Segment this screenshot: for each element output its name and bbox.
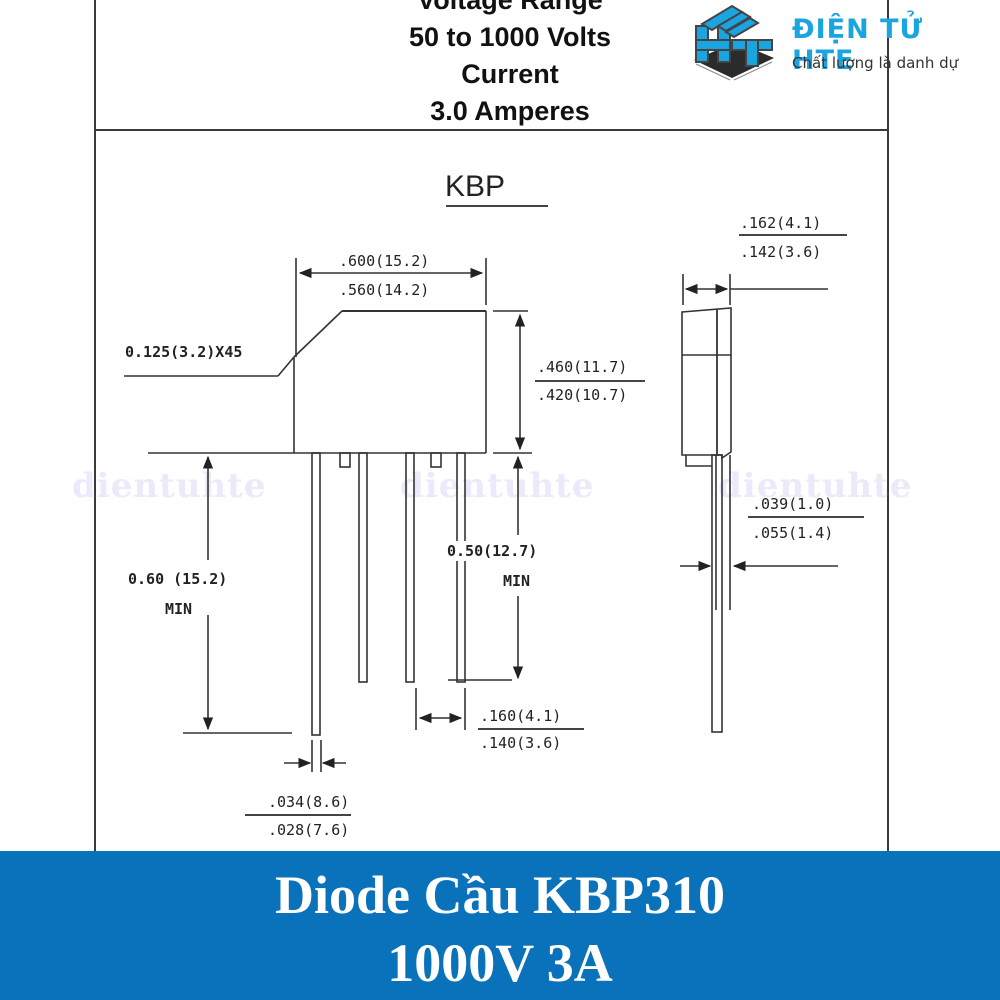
frame-divider (94, 129, 889, 131)
package-name-underline (446, 205, 548, 207)
spec-current-value: 3.0 Amperes (430, 96, 590, 126)
dim-lead-pitch-max: .160(4.1) (480, 707, 562, 725)
logo-title: ĐIỆN TỬ HTE (792, 14, 924, 76)
brand-logo: ĐIỆN TỬ HTE Chất lượng là danh dự (682, 4, 992, 82)
package-name: KBP (445, 170, 506, 203)
dim-short-lead-length: 0.50(12.7) (447, 541, 538, 561)
dim-body-height-fraction-line (535, 380, 645, 382)
product-title-banner: Diode Cầu KBP310 1000V 3A (0, 851, 1000, 1000)
dim-chamfer: 0.125(3.2)X45 (125, 343, 243, 361)
dim-lead-thickness-fraction-line (748, 516, 864, 518)
dim-short-lead-note: MIN (503, 571, 531, 591)
technical-drawing (124, 258, 838, 772)
dim-lead-width-min: .028(7.6) (268, 821, 350, 839)
dim-lead-width-max: .034(8.6) (268, 793, 350, 811)
watermark-left: dientuhte (72, 466, 267, 506)
dim-body-height-min: .420(10.7) (537, 386, 628, 404)
spec-voltage-value: 50 to 1000 Volts (408, 22, 612, 52)
dim-body-thickness-min: .142(3.6) (740, 243, 822, 261)
logo-tagline: Chất lượng là danh dự (792, 54, 959, 72)
spec-block: Voltage Range 50 to 1000 Volts Current 3… (300, 0, 720, 130)
spec-current-label: Current (461, 59, 559, 89)
dim-lead-pitch-min: .140(3.6) (480, 734, 562, 752)
dim-long-lead-note: MIN (165, 600, 193, 618)
dim-lead-pitch-fraction-line (478, 728, 584, 730)
frame-left-border (94, 0, 96, 851)
dim-body-width-max: .600(15.2) (339, 252, 430, 270)
dim-long-lead-length: 0.60 (15.2) (128, 570, 228, 588)
dim-lead-thickness-top: .039(1.0) (752, 495, 834, 513)
watermark-right: dientuhte (718, 466, 913, 506)
product-name: Diode Cầu KBP310 (274, 865, 726, 925)
dim-lead-thickness-bottom: .055(1.4) (752, 524, 834, 542)
dim-body-thickness-fraction-line (739, 234, 847, 236)
watermark-center: dientuhte (400, 466, 595, 506)
hte-chip-logo-icon (694, 4, 774, 81)
product-rating: 1000V 3A (387, 933, 613, 993)
frame-right-border (887, 0, 889, 851)
dim-lead-width-fraction-line (245, 814, 351, 816)
dim-body-thickness-max: .162(4.1) (740, 214, 822, 232)
dim-body-height-max: .460(11.7) (537, 358, 628, 376)
dim-body-width-min: .560(14.2) (339, 281, 430, 299)
spec-voltage-label: Voltage Range (417, 0, 603, 15)
